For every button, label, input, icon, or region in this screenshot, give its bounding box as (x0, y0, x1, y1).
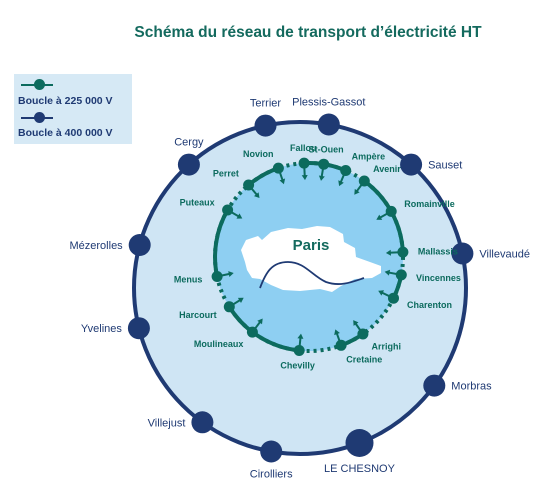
station-225-puteaux-arrow-icon (236, 213, 243, 219)
station-400-mezerolles-marker (128, 234, 151, 256)
station-400-villejust-label: Villejust (148, 417, 186, 429)
station-400-cergy-label: Cergy (174, 137, 204, 149)
station-225-romainville-label: Romainville (404, 199, 455, 209)
station-400-cirolliers-marker (260, 440, 283, 463)
station-400-yvelines-marker (127, 317, 150, 340)
station-225-charenton-arrow-icon (378, 290, 384, 296)
diagram-title: Schéma du réseau de transport d’électric… (134, 24, 482, 41)
station-225-mallassis-marker (397, 246, 409, 258)
station-225-arrighi-label: Arrighi (372, 341, 402, 351)
station-225-puteaux-label: Puteaux (180, 198, 215, 208)
station-225-vincennes-arrow-icon (384, 269, 391, 276)
station-400-le-chesnoy-label: LE CHESNOY (324, 463, 396, 475)
station-225-perret-marker (243, 179, 255, 191)
station-225-fallou-marker (298, 157, 310, 169)
station-400-sauset-label: Sauset (428, 160, 462, 172)
station-225-harcourt-label: Harcourt (179, 310, 217, 320)
station-400-yvelines-label: Yvelines (81, 323, 122, 335)
station-225-moulineaux-arrow-icon (257, 318, 263, 325)
station-400-villevaude-marker (451, 242, 474, 265)
station-225-ampere-arrow-icon (338, 180, 344, 187)
station-225-puteaux-marker (222, 204, 234, 216)
station-225-vincennes-marker (395, 269, 407, 281)
inner-stations: FallouSt-OuenAmpèreAvenirRomainvilleMall… (174, 143, 461, 370)
station-400-le-chesnoy-marker (345, 429, 374, 457)
station-225-chevilly-label: Chevilly (280, 360, 315, 370)
station-225-chevilly-marker (293, 345, 305, 356)
station-225-vincennes-label: Vincennes (416, 273, 461, 283)
station-400-plessis-gassot-marker (317, 113, 340, 136)
station-225-menus-marker (211, 271, 223, 282)
station-225-moulineaux-label: Moulineaux (194, 339, 244, 349)
station-400-plessis-gassot-label: Plessis-Gassot (292, 97, 365, 109)
paris-map (241, 226, 381, 292)
station-225-avenir-marker (358, 175, 370, 187)
legend-400-label: Boucle à 400 000 V (18, 127, 113, 139)
station-400-cirolliers-label: Cirolliers (250, 469, 293, 478)
station-225-st-ouen-arrow-icon (318, 175, 325, 181)
station-225-cretaine-marker (335, 339, 347, 351)
station-225-charenton-label: Charenton (407, 300, 452, 310)
station-225-harcourt-marker (223, 301, 235, 313)
station-225-cretaine-label: Cretaine (346, 354, 382, 364)
station-400-morbras-label: Morbras (451, 381, 492, 393)
legend-225-label: Boucle à 225 000 V (18, 95, 113, 107)
station-225-ampere-label: Ampère (352, 152, 386, 162)
station-225-menus-arrow-icon (228, 271, 234, 277)
station-400-morbras-marker (423, 374, 446, 397)
station-400-terrier-label: Terrier (250, 98, 282, 110)
station-400-mezerolles-label: Mézerolles (70, 240, 124, 252)
station-225-moulineaux-marker (246, 326, 258, 338)
station-225-avenir-label: Avenir (373, 164, 401, 174)
station-225-novion-marker (272, 162, 284, 174)
station-225-st-ouen-marker (318, 158, 330, 170)
station-225-ampere-marker (340, 165, 352, 176)
station-400-terrier-marker (254, 114, 277, 137)
outer-stations: Terrier Plessis-GassotSausetVillevaudéMor… (70, 97, 530, 478)
station-225-charenton-marker (388, 292, 399, 304)
station-225-arrighi-marker (357, 328, 369, 340)
station-225-fallou-arrow-icon (301, 175, 308, 181)
station-225-harcourt-arrow-icon (237, 297, 244, 303)
paris-label: Paris (293, 237, 330, 254)
station-225-romainville-marker (385, 205, 397, 217)
legend-400-marker (34, 112, 45, 123)
station-225-perret-label: Perret (213, 169, 239, 179)
station-225-avenir-arrow-icon (354, 188, 360, 195)
station-225-menus-label: Menus (174, 275, 203, 285)
station-400-villevaude-label: Villevaudé (479, 249, 530, 261)
station-225-romainville-arrow-icon (376, 214, 383, 220)
station-225-mallassis-arrow-icon (385, 249, 391, 256)
station-225-mallassis-label: Mallassis (418, 246, 458, 256)
station-400-villejust-marker (191, 411, 214, 434)
station-225-st-ouen-label: St-Ouen (309, 144, 344, 154)
legend: Boucle à 225 000 V Boucle à 400 000 V (14, 74, 132, 144)
station-225-fallou-label: Fallou (290, 143, 317, 153)
station-225-novion-arrow-icon (279, 178, 286, 185)
seine-river (259, 261, 365, 289)
station-400-cergy-marker (177, 153, 200, 176)
station-225-chevilly-arrow-icon (297, 333, 304, 339)
legend-225-marker (34, 79, 45, 90)
station-225-novion-label: Novion (243, 149, 274, 159)
station-225-cretaine-arrow-icon (334, 329, 340, 336)
station-400-sauset-marker (400, 153, 423, 176)
station-225-perret-arrow-icon (254, 192, 260, 198)
station-225-arrighi-arrow-icon (353, 320, 359, 326)
